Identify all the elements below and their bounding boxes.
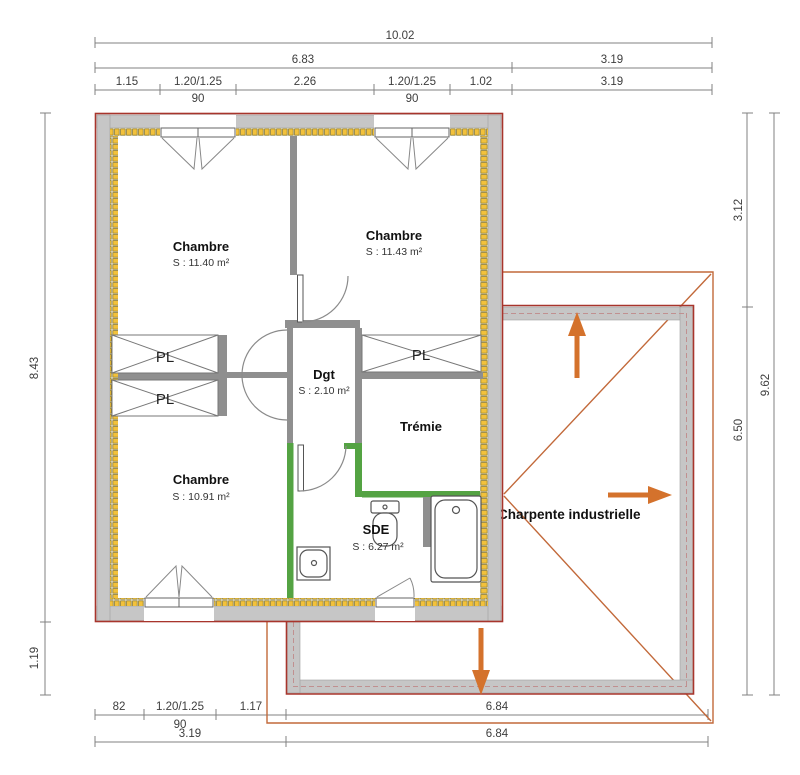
- closet-label: PL: [156, 391, 174, 408]
- insulation-strip-bottom: [110, 598, 488, 606]
- room-chambre-tr-name: Chambre: [366, 228, 422, 243]
- dim-window-90-right: 90: [406, 93, 419, 105]
- window-top-right: [374, 115, 450, 171]
- dimension-lines-left: 8.43 1.19: [29, 112, 51, 696]
- window-bottom-left: [144, 564, 214, 621]
- insulation-strip-right: [480, 136, 488, 598]
- room-labels: Chambre S : 11.40 m² Chambre S : 11.43 m…: [172, 228, 442, 553]
- dim-bottom1-4: 6.84: [486, 701, 509, 713]
- sink: [296, 546, 331, 581]
- toilet: [370, 500, 400, 547]
- dim-window-90-left: 90: [192, 93, 205, 105]
- roof-structure-label: Charpente industrielle: [498, 507, 641, 522]
- dimension-lines-right: 3.12 6.50 9.62: [733, 112, 780, 696]
- door-leaf-sde: [297, 444, 304, 492]
- window-top-left: [160, 115, 236, 171]
- dim-top3-2: 1.20/1.25: [174, 76, 222, 88]
- room-sde-name: SDE: [363, 522, 390, 537]
- dimension-lines-top: 10.02 6.83 3.19 1.15 1.20/1.25 2.26 1.20…: [94, 30, 713, 105]
- room-dgt-name: Dgt: [313, 367, 335, 382]
- interior-partitions: [118, 136, 483, 445]
- window-sde: [375, 577, 415, 621]
- dim-bottom1-90: 90: [174, 719, 187, 731]
- dim-bottom1-1: 82: [113, 701, 126, 713]
- room-chambre-bl-name: Chambre: [173, 472, 229, 487]
- closet-label: PL: [412, 347, 430, 364]
- dim-top2-right: 3.19: [601, 54, 623, 66]
- closet-label: PL: [156, 349, 174, 366]
- dim-right-312: 3.12: [733, 199, 745, 221]
- dim-right-650: 6.50: [733, 419, 745, 441]
- dim-bottom1-2: 1.20/1.25: [156, 701, 204, 713]
- dim-top3-3: 2.26: [294, 76, 316, 88]
- room-sde-area: S : 6.27 m²: [352, 541, 404, 553]
- room-chambre-bl-area: S : 10.91 m²: [172, 491, 230, 503]
- green-partition-walls: [287, 443, 480, 598]
- dim-top2-left: 6.83: [292, 54, 314, 66]
- room-chambre-tl-area: S : 11.40 m²: [173, 257, 230, 269]
- bathroom-fixtures: [296, 495, 482, 583]
- dim-bottom2-1: 3.19: [179, 728, 201, 740]
- dim-bottom1-3: 1.17: [240, 701, 262, 713]
- dim-bottom2-2: 6.84: [486, 728, 509, 740]
- closet-left-top: PL: [111, 334, 219, 374]
- closet-left-bottom: PL: [111, 379, 219, 417]
- insulation-strip-top: [110, 128, 488, 136]
- closet-right: PL: [361, 334, 482, 373]
- room-tremie-name: Trémie: [400, 419, 442, 434]
- doors: [241, 274, 349, 492]
- room-chambre-tl-name: Chambre: [173, 239, 229, 254]
- room-dgt-area: S : 2.10 m²: [298, 385, 350, 397]
- dim-total-width: 10.02: [386, 30, 415, 42]
- dim-top3-6: 3.19: [601, 76, 623, 88]
- door-leaf-chambre-tr: [297, 274, 304, 323]
- room-chambre-tr-area: S : 11.43 m²: [366, 246, 423, 258]
- dim-right-962: 9.62: [760, 374, 772, 396]
- dimension-lines-bottom: 82 1.20/1.25 1.17 6.84 90 3.19 6.84: [94, 701, 709, 747]
- dim-left-843: 8.43: [29, 357, 41, 379]
- dim-left-119: 1.19: [29, 647, 41, 669]
- shower-tub: [423, 495, 482, 583]
- roof-slope-arrows: [472, 312, 672, 695]
- dim-top3-1: 1.15: [116, 76, 138, 88]
- extension-walls: [285, 304, 695, 695]
- dim-top3-5: 1.02: [470, 76, 492, 88]
- dim-top3-4: 1.20/1.25: [388, 76, 436, 88]
